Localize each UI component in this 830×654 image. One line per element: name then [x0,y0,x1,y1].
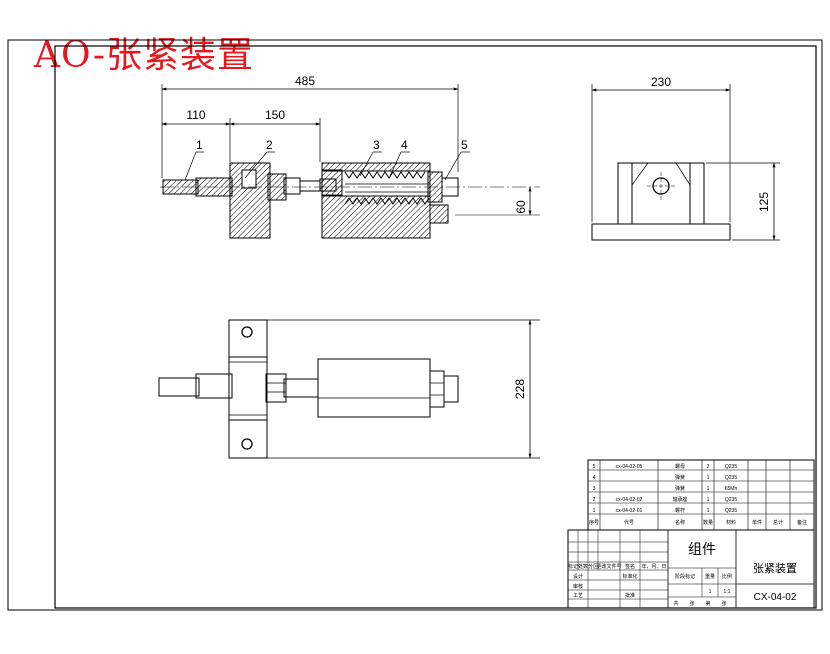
callout-5: 5 [461,138,468,152]
svg-text:Q235: Q235 [725,497,737,503]
svg-text:cx-04-02-02: cx-04-02-02 [616,497,643,503]
category-label: 组件 [688,541,716,557]
side-view [591,162,731,241]
svg-text:设计: 设计 [573,573,583,580]
svg-text:数量: 数量 [703,519,713,526]
svg-text:cx-04-02-05: cx-04-02-05 [616,464,643,470]
svg-text:5: 5 [593,464,596,470]
dim-first-segment: 110 [186,108,205,122]
dim-height: 125 [757,192,771,212]
svg-text:分区: 分区 [588,563,598,570]
svg-text:弹簧: 弹簧 [675,485,685,492]
bom-header: 序号 代号 名称 数量 材料 单件 总计 备注 [589,519,807,526]
callout-1: 1 [196,138,203,152]
front-view-dimensions: 485 110 150 60 [161,74,532,216]
bill-of-materials: 5 cx-04-02-05 螺母 2 Q235 4 弹簧 1 Q235 3 弹簧… [587,459,815,531]
svg-text:cx-04-02-01: cx-04-02-01 [616,508,643,514]
svg-text:比例: 比例 [722,573,732,580]
svg-text:3: 3 [593,486,596,492]
svg-text:重量: 重量 [705,573,715,580]
svg-text:张: 张 [689,600,694,607]
svg-text:代号: 代号 [624,519,634,526]
callout-3: 3 [373,138,380,152]
drawing-title: AO-张紧装置 [34,35,254,76]
svg-text:序号: 序号 [589,519,599,526]
svg-text:签名: 签名 [625,563,635,570]
title-block: 标记 处数 分区 更改文件号 签名 年、月、日 设计 标准化 审核 工艺 批准 … [567,529,815,609]
svg-text:阶段标记: 阶段标记 [675,573,695,580]
svg-text:总计: 总计 [773,519,783,526]
svg-text:1: 1 [707,486,710,492]
svg-text:螺母: 螺母 [675,463,685,470]
svg-text:审核: 审核 [573,583,583,590]
part-callouts: 1 2 3 4 5 [184,138,470,181]
svg-text:1: 1 [593,508,596,514]
svg-text:弹簧: 弹簧 [675,474,685,481]
callout-2: 2 [266,138,273,152]
top-view-dimensions: 228 [513,319,532,459]
bom-row-1: 1 cx-04-02-01 螺杆 1 Q235 [593,507,738,514]
svg-text:共: 共 [673,600,678,607]
svg-text:轴承座: 轴承座 [672,496,687,503]
svg-text:2: 2 [593,497,596,503]
svg-text:螺杆: 螺杆 [675,507,685,514]
dim-second-segment: 150 [265,108,285,122]
svg-text:1: 1 [707,508,710,514]
bom-row-3: 3 弹簧 1 65Mn [593,485,738,492]
svg-text:标记: 标记 [568,563,578,570]
svg-text:处数: 处数 [578,563,588,570]
svg-text:Q235: Q235 [725,508,737,514]
drawing-name: 张紧装置 [753,562,797,575]
svg-text:单件: 单件 [752,519,762,526]
scale-value: 1:1 [724,589,731,595]
svg-text:标准化: 标准化 [622,573,637,580]
spring-coil-top [344,171,426,179]
callout-4: 4 [401,138,408,152]
side-view-dimensions: 230 125 [591,75,780,241]
top-view [158,319,540,459]
drawing-number: CX-04-02 [754,592,797,603]
svg-text:1: 1 [707,497,710,503]
svg-text:2: 2 [707,464,710,470]
svg-text:名称: 名称 [675,519,685,526]
dim-offset: 60 [514,200,528,214]
svg-text:批准: 批准 [625,592,635,599]
spring-coil-bottom [344,197,430,205]
svg-text:4: 4 [593,475,596,481]
svg-text:Q235: Q235 [725,475,737,481]
inner-frame [54,45,817,609]
svg-text:更改文件号: 更改文件号 [596,563,621,570]
qty-value: 1 [709,589,712,595]
dim-width: 230 [651,75,671,89]
outer-frame [7,39,823,611]
dim-overall-length: 485 [295,74,315,88]
svg-text:年、月、日: 年、月、日 [641,563,666,570]
front-view [160,162,540,239]
svg-text:第: 第 [705,600,710,607]
svg-text:工艺: 工艺 [573,593,583,599]
bom-row-4: 4 弹簧 1 Q235 [593,474,738,481]
svg-text:材料: 材料 [726,519,736,526]
svg-text:备注: 备注 [797,519,807,526]
bom-row-5: 5 cx-04-02-05 螺母 2 Q235 [593,463,738,470]
dim-top-view-span: 228 [513,379,527,399]
svg-text:Q235: Q235 [725,464,737,470]
svg-text:1: 1 [707,475,710,481]
bom-row-2: 2 cx-04-02-02 轴承座 1 Q235 [593,496,738,503]
svg-text:65Mn: 65Mn [725,486,738,492]
svg-text:张: 张 [721,600,726,607]
